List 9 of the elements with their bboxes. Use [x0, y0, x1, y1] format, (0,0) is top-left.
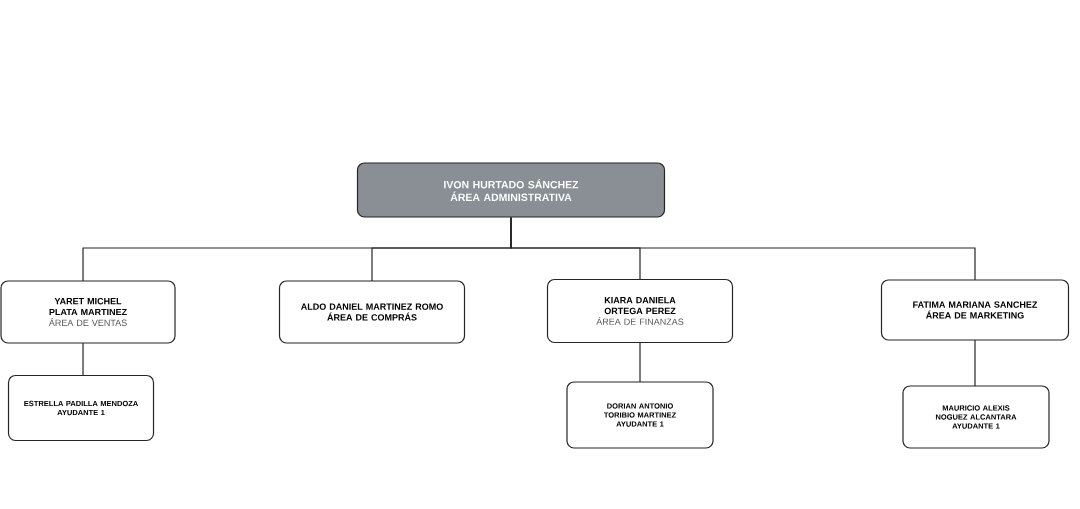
- connector-line: [82, 342, 84, 377]
- person-box: YARET MICHEL PLATA MARTINEZ ÁREA DE VENTAS: [0, 280, 176, 344]
- connector-line: [510, 217, 976, 281]
- connector-line: [639, 341, 641, 383]
- connector-line: [974, 339, 976, 387]
- person-box: ALDO DANIEL MARTINEZ ROMO ÁREA DE COMPRÁS: [278, 280, 466, 344]
- person-box: FATIMA MARIANA SANCHEZ ÁREA DE MARKETING: [880, 279, 1070, 341]
- head-box: IVON HURTADO SÁNCHEZ ÁREA ADMINISTRATIVA: [356, 162, 666, 218]
- person-box: KIARA DANIELA ORTEGA PEREZ ÁREA DE FINANZAS: [546, 278, 734, 344]
